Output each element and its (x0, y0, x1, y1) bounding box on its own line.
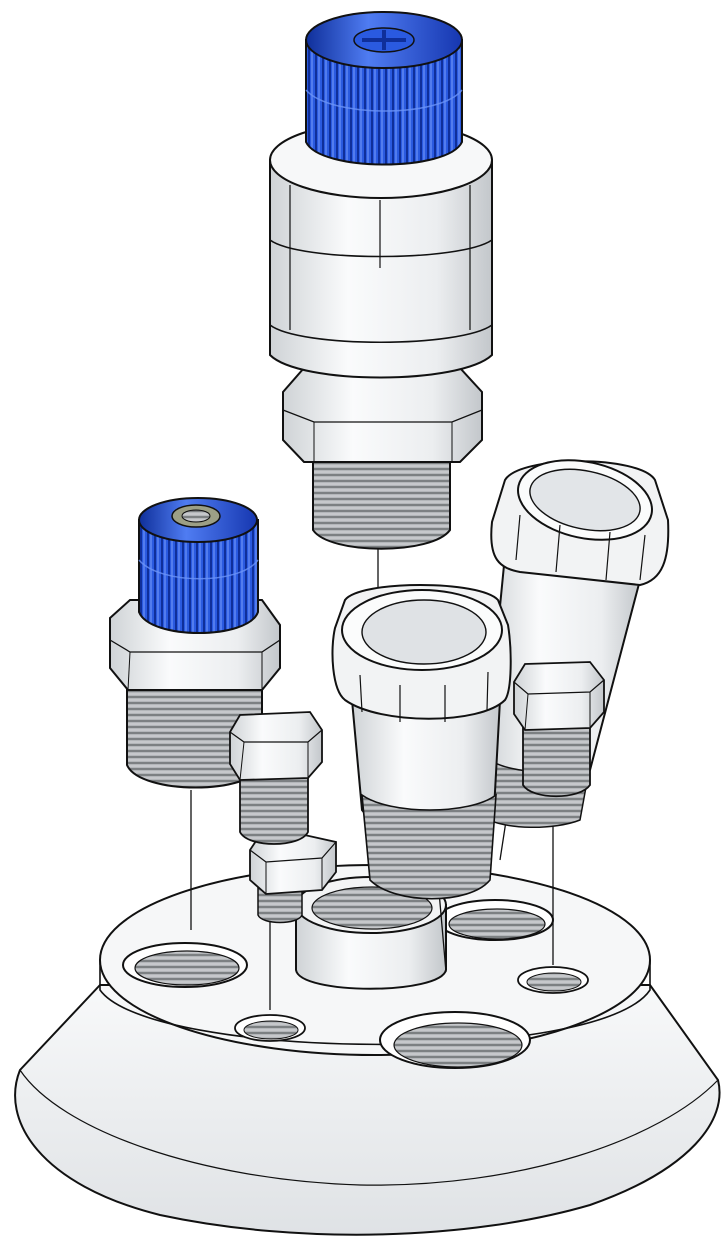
small-valve-cap (138, 497, 259, 634)
base-hole-large-front (379, 1011, 531, 1069)
hex-plug-left-lower (249, 833, 337, 924)
hex-plug-right (513, 661, 605, 798)
base-flange (14, 864, 721, 1236)
base-hole-large-back (436, 899, 554, 941)
large-valve-assembly (269, 11, 493, 550)
base-hole-small-left (234, 1014, 306, 1042)
base-hole-large-left (122, 942, 248, 988)
hex-plug-left-upper (229, 711, 323, 845)
small-valve-assembly (109, 497, 281, 789)
large-valve-cap (305, 11, 463, 166)
center-adapter (331, 584, 512, 900)
base-hole-small-right (517, 966, 589, 994)
